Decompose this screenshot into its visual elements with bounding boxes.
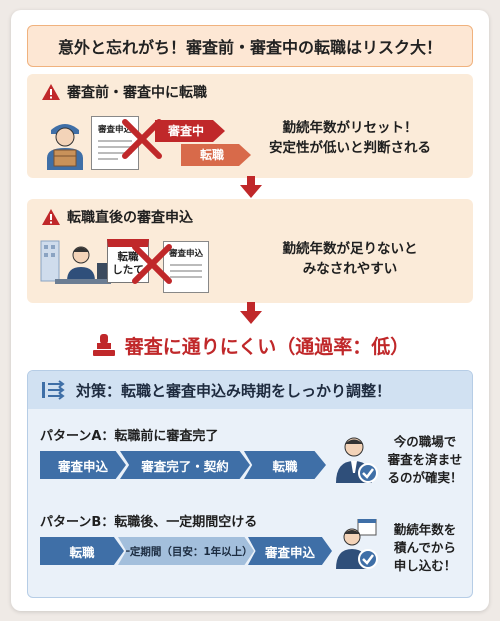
section-heading: 転職直後の審査申込 — [41, 207, 193, 227]
note-line: 積んでから — [394, 540, 456, 555]
pattern-a-note: 今の職場で 審査を済ませ るのが確実！ — [381, 433, 469, 487]
countermeasure-heading-text: 対策：転職と審査申込み時期をしっかり調整！ — [76, 381, 392, 400]
note-line: るのが確実！ — [387, 470, 463, 485]
section1-explanation: 勤続年数がリセット！ 安定性が低いと判断される — [245, 118, 455, 158]
verdict-text: 審査に通りにくい（通過率：低） — [124, 336, 410, 358]
calendar-label: 転職 — [117, 251, 139, 263]
document-label: 審査申込 — [97, 125, 132, 135]
pattern-b-label: パターンB：転職後、一定期間空ける — [40, 515, 258, 530]
pattern-a-step-3: 転職 — [244, 451, 326, 479]
arrow-job-change-label: 転職 — [199, 148, 224, 162]
office-worker-icon — [40, 240, 111, 284]
note-line: 審査を済ませ — [387, 452, 463, 467]
pattern-b-step-3: 審査申込 — [248, 537, 332, 565]
risk-section-before-during: 審査前・審査中に転職 審査申込 審査中 転職 勤続年数がリセット！ 安定性が低い… — [27, 74, 473, 178]
pattern-b-step-1: 転職 — [40, 537, 124, 565]
section-heading-text: 転職直後の審査申込 — [67, 210, 193, 226]
application-document-icon: 審査申込 — [91, 116, 139, 170]
note-line: 申し込む！ — [393, 558, 457, 573]
explanation-line: 勤続年数が足りないと — [282, 241, 418, 257]
risk-section-right-after: 転職直後の審査申込 転職 したて 審査申込 勤続年数が足りないと みなされやすい — [27, 199, 473, 303]
arrow-under-review-label: 審査中 — [167, 124, 204, 138]
explanation-line: 勤続年数がリセット！ — [282, 120, 418, 136]
countermeasure-heading: 対策：転職と審査申込み時期をしっかり調整！ — [28, 371, 472, 409]
countermeasure-box: 対策：転職と審査申込み時期をしっかり調整！ パターンA：転職前に審査完了 審査申… — [27, 370, 473, 598]
businessman-calendar-icon — [336, 519, 378, 569]
pattern-a-step-1: 審査申込 — [40, 451, 126, 479]
arrow-under-review — [155, 120, 225, 142]
pattern-b-note: 勤続年数を 積んでから 申し込む！ — [381, 521, 469, 575]
explanation-line: 安定性が低いと判断される — [269, 140, 431, 156]
explanation-line: みなされやすい — [302, 261, 398, 277]
note-line: 勤続年数を — [393, 522, 457, 537]
businessman-check-icon — [336, 437, 378, 483]
arrow-job-change — [181, 144, 251, 166]
section2-explanation: 勤続年数が足りないと みなされやすい — [245, 239, 455, 279]
warning-icon — [42, 84, 60, 100]
down-arrow-icon — [240, 176, 262, 198]
red-x-icon — [132, 244, 172, 284]
page-title: 意外と忘れがち！審査前・審査中の転職はリスク大！ — [27, 25, 473, 67]
calendar-label: したて — [112, 264, 144, 276]
red-x-icon — [122, 119, 162, 159]
section-heading: 審査前・審査中に転職 — [41, 82, 207, 102]
application-document-icon: 審査申込 — [163, 241, 209, 293]
pattern-a-step-2: 審査完了・契約 — [120, 451, 250, 479]
delivery-person-icon — [47, 124, 83, 170]
document-label: 審査申込 — [168, 249, 203, 259]
pattern-b-step-2: 一定期間（目安：1年以上） — [118, 537, 254, 565]
verdict-row: 審査に通りにくい（通過率：低） — [0, 332, 500, 359]
note-line: 今の職場で — [393, 434, 457, 449]
down-arrow-icon — [240, 302, 262, 324]
stamp-icon — [92, 333, 115, 356]
pattern-a-label: パターンA：転職前に審査完了 — [40, 429, 219, 444]
arrows-right-icon — [42, 380, 65, 400]
section-heading-text: 審査前・審査中に転職 — [67, 85, 207, 101]
warning-icon — [42, 209, 60, 225]
